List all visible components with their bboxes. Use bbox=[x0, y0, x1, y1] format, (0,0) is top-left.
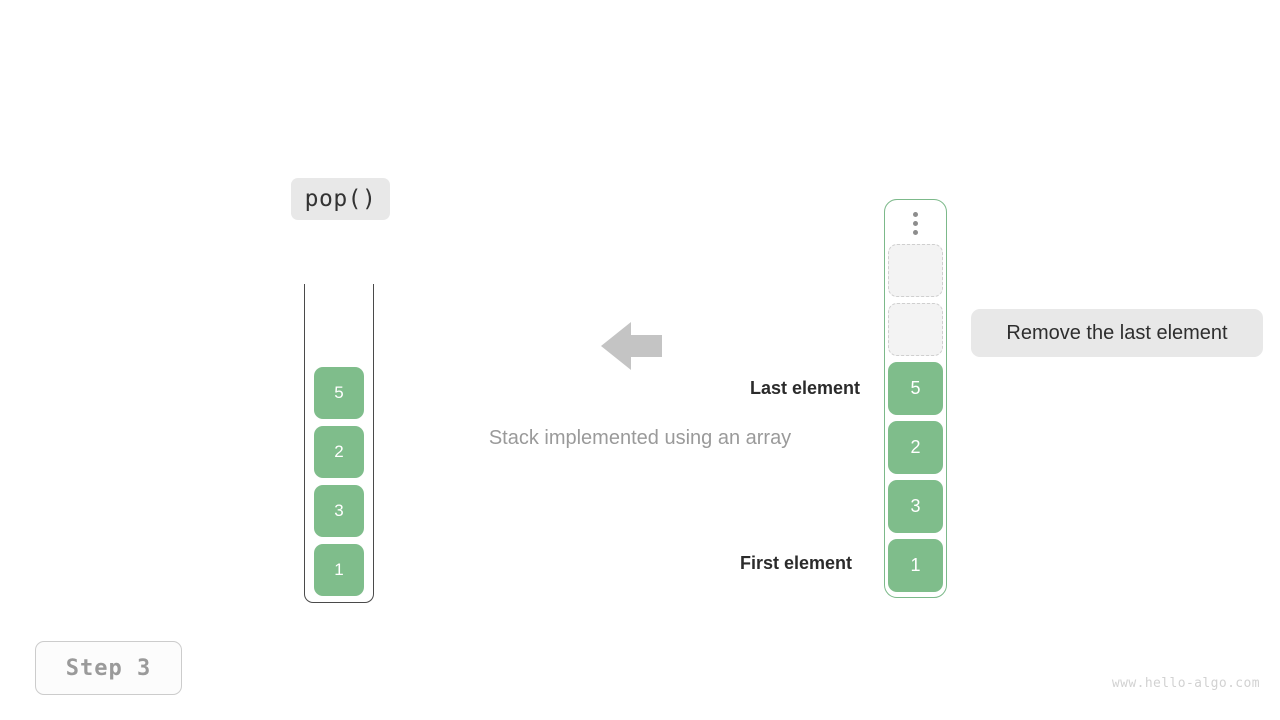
right-array-container: 5 2 3 1 bbox=[884, 199, 947, 598]
label-last-element: Last element bbox=[749, 378, 860, 398]
vertical-ellipsis-icon bbox=[885, 212, 946, 235]
operation-label-pop: pop() bbox=[291, 178, 390, 220]
step-badge: Step 3 bbox=[35, 641, 182, 695]
stack-cell: 2 bbox=[314, 426, 364, 478]
ellipsis-dot bbox=[913, 221, 918, 226]
array-cell: 5 bbox=[888, 362, 943, 415]
ellipsis-dot bbox=[913, 230, 918, 235]
array-cell-empty bbox=[888, 303, 943, 356]
ellipsis-dot bbox=[913, 212, 918, 217]
left-stack-cells: 5 2 3 1 bbox=[304, 367, 374, 596]
stack-cell: 1 bbox=[314, 544, 364, 596]
array-cell-empty bbox=[888, 244, 943, 297]
left-stack-container: 5 2 3 1 bbox=[304, 284, 374, 603]
diagram-caption: Stack implemented using an array bbox=[488, 427, 792, 449]
stack-cell: 3 bbox=[314, 485, 364, 537]
array-cells: 5 2 3 1 bbox=[885, 244, 946, 592]
label-first-element: First element bbox=[739, 553, 852, 573]
array-cell: 2 bbox=[888, 421, 943, 474]
stack-cell: 5 bbox=[314, 367, 364, 419]
array-cell: 3 bbox=[888, 480, 943, 533]
watermark: www.hello-algo.com bbox=[1111, 676, 1260, 691]
array-cell: 1 bbox=[888, 539, 943, 592]
left-arrow-icon bbox=[601, 320, 662, 372]
tooltip-remove-last-element: Remove the last element bbox=[971, 309, 1263, 357]
